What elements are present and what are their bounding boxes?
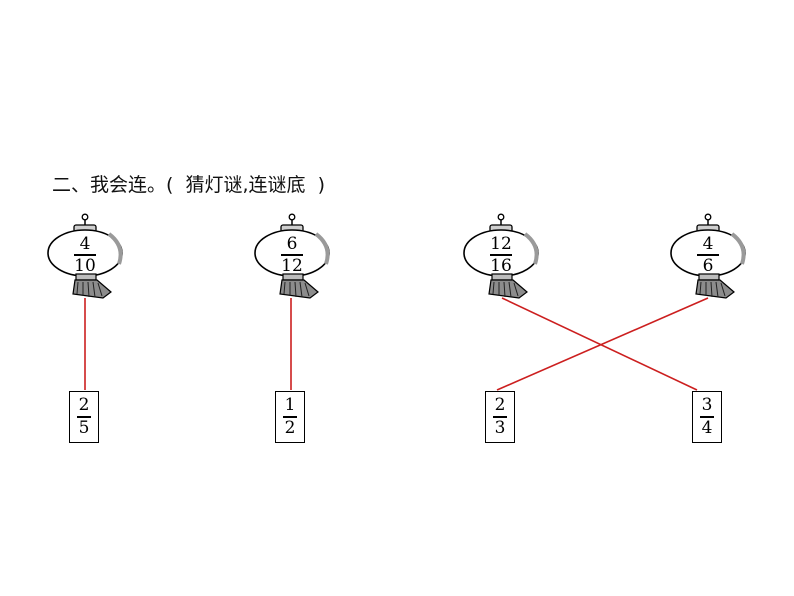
answer-box[interactable]: 2 5 [69,391,99,443]
lantern[interactable]: 4 10 [47,212,131,302]
lantern[interactable]: 12 16 [463,212,547,302]
lantern-fraction: 12 16 [463,235,539,275]
answer-denominator: 2 [285,419,296,438]
connection-line [502,298,697,390]
answer-denominator: 4 [702,419,713,438]
lantern-fraction: 6 12 [254,235,330,275]
lantern-fraction: 4 10 [47,235,123,275]
lantern-denominator: 12 [281,257,303,275]
lantern[interactable]: 4 6 [670,212,754,302]
lantern-denominator: 16 [490,257,512,275]
answer-numerator: 3 [702,396,713,415]
answer-numerator: 1 [285,396,296,415]
answer-box[interactable]: 1 2 [275,391,305,443]
lantern-denominator: 6 [703,257,714,275]
lantern-fraction: 4 6 [670,235,746,275]
lantern[interactable]: 6 12 [254,212,338,302]
connection-line [497,298,708,390]
answer-numerator: 2 [495,396,506,415]
lantern-numerator: 6 [287,235,298,253]
answer-denominator: 5 [79,419,90,438]
answer-denominator: 3 [495,419,506,438]
answer-box[interactable]: 2 3 [485,391,515,443]
lantern-denominator: 10 [74,257,96,275]
lantern-numerator: 12 [490,235,512,253]
answer-numerator: 2 [79,396,90,415]
answer-box[interactable]: 3 4 [692,391,722,443]
lantern-numerator: 4 [80,235,91,253]
lantern-numerator: 4 [703,235,714,253]
